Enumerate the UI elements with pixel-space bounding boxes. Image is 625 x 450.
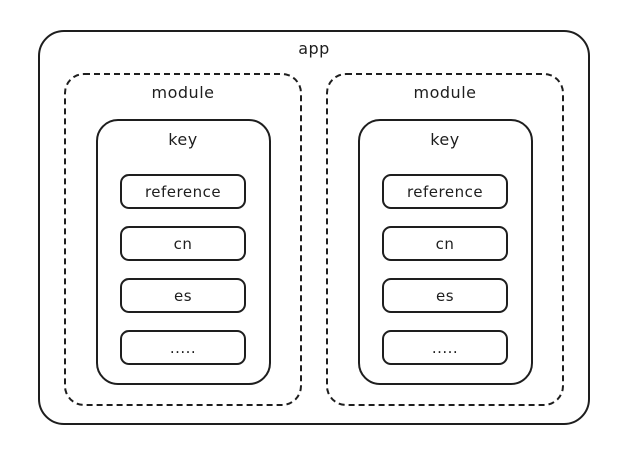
item-box-ellipsis: ..... bbox=[120, 330, 246, 365]
item-box-es: es bbox=[382, 278, 508, 313]
item-box-reference: reference bbox=[382, 174, 508, 209]
key-label: key bbox=[430, 130, 460, 149]
item-box-reference: reference bbox=[120, 174, 246, 209]
key-box: key reference cn es ..... bbox=[95, 119, 271, 385]
module-label: module bbox=[151, 83, 215, 102]
modules-row: module key reference cn es ..... module … bbox=[40, 63, 588, 406]
item-box-cn: cn bbox=[382, 226, 508, 261]
module-box-left: module key reference cn es ..... bbox=[64, 73, 302, 406]
module-label: module bbox=[413, 83, 477, 102]
item-box-ellipsis: ..... bbox=[382, 330, 508, 365]
item-box-es: es bbox=[120, 278, 246, 313]
key-box: key reference cn es ..... bbox=[357, 119, 533, 385]
module-box-right: module key reference cn es ..... bbox=[326, 73, 564, 406]
key-label: key bbox=[168, 130, 198, 149]
item-box-cn: cn bbox=[120, 226, 246, 261]
app-label: app bbox=[298, 39, 330, 58]
app-box: app module key reference cn es ..... mod… bbox=[38, 30, 590, 425]
